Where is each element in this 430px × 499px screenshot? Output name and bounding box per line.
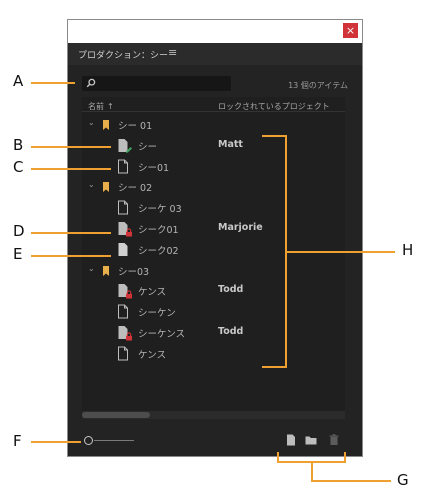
project-list[interactable]: 名前↑ ロックされているプロジェクト ⌄ シー 01 シー Matt シー01 ⌄ シー 0… bbox=[82, 97, 345, 419]
tree-item-label: ケンス bbox=[138, 349, 167, 361]
tree-item-row[interactable]: シーク02 bbox=[82, 240, 345, 261]
callout-h-bracket-spine bbox=[285, 135, 287, 368]
callout-g-line bbox=[311, 480, 391, 482]
tree-folder-row[interactable]: ⌄ シー 01 bbox=[82, 115, 345, 136]
scrollbar-thumb[interactable] bbox=[82, 412, 150, 418]
callout-h-label: H bbox=[402, 241, 414, 259]
callout-h-bracket-top bbox=[262, 135, 286, 137]
tree-item-label: シー03 bbox=[118, 266, 150, 278]
new-item-icon[interactable] bbox=[284, 433, 298, 447]
document-icon bbox=[118, 304, 128, 319]
document-icon bbox=[118, 326, 128, 339]
callout-g-bracket-left bbox=[277, 452, 279, 462]
tree-folder-row[interactable]: ⌄ シー 02 bbox=[82, 177, 345, 198]
document-icon bbox=[118, 242, 128, 256]
close-icon: × bbox=[345, 24, 356, 37]
tree-item-label: シーケ 03 bbox=[138, 204, 182, 216]
lock-icon bbox=[126, 290, 132, 299]
tree-item-label: シーケン bbox=[138, 308, 176, 320]
locked-by-user: Todd bbox=[218, 284, 244, 296]
tree-item-label: シーク02 bbox=[138, 245, 179, 257]
tree-item-row[interactable]: シー Matt bbox=[82, 136, 345, 157]
chevron-down-icon[interactable]: ⌄ bbox=[88, 180, 95, 190]
callout-b-label: B bbox=[13, 136, 24, 154]
tree-folder-row[interactable]: ⌄ シー03 bbox=[82, 261, 345, 282]
tree-item-row[interactable]: ケンス bbox=[82, 344, 345, 365]
callout-g-bracket-right bbox=[344, 452, 346, 462]
horizontal-scrollbar[interactable] bbox=[82, 411, 345, 419]
tree-item-row[interactable]: ケンス Todd bbox=[82, 281, 345, 302]
callout-g-label: G bbox=[397, 471, 409, 489]
zoom-slider-handle[interactable] bbox=[84, 436, 93, 445]
locked-by-user: Todd bbox=[218, 326, 244, 337]
callout-h-line bbox=[287, 251, 395, 253]
panel-title: プロダクション：シー bbox=[78, 51, 169, 61]
tree-item-label: シー 01 bbox=[118, 121, 153, 132]
tree-item-label: シー 02 bbox=[118, 183, 153, 195]
document-icon bbox=[118, 284, 128, 298]
tree-item-label: シー bbox=[138, 141, 158, 153]
locked-by-user: Matt bbox=[218, 138, 243, 150]
tree-item-label: ケンス bbox=[138, 287, 167, 299]
tree-item-row[interactable]: シーク01 Marjorie bbox=[82, 219, 345, 240]
callout-f-label: F bbox=[13, 432, 22, 450]
callout-a-label: A bbox=[13, 72, 24, 90]
header-divider bbox=[82, 111, 345, 112]
callout-g-drop bbox=[311, 461, 313, 481]
trash-icon[interactable] bbox=[327, 433, 341, 447]
search-icon bbox=[86, 78, 96, 88]
document-icon bbox=[118, 138, 128, 152]
window-titlebar[interactable]: × bbox=[68, 20, 362, 43]
callout-a-line bbox=[31, 82, 75, 84]
tree-item-label: シー01 bbox=[138, 162, 170, 174]
zoom-slider[interactable] bbox=[84, 435, 134, 445]
pencil-icon bbox=[126, 146, 132, 153]
chevron-down-icon[interactable]: ⌄ bbox=[88, 263, 95, 273]
tree-item-row[interactable]: シー01 bbox=[82, 157, 345, 178]
callout-c-label: C bbox=[13, 158, 24, 176]
panel-header: プロダクション：シー ≡ bbox=[68, 43, 362, 65]
search-input[interactable] bbox=[82, 76, 231, 91]
document-icon bbox=[118, 222, 128, 235]
column-header-locked-by[interactable]: ロックされているプロジェクト bbox=[218, 102, 330, 111]
lock-icon bbox=[126, 332, 132, 341]
chevron-down-icon[interactable]: ⌄ bbox=[88, 118, 95, 127]
close-button[interactable]: × bbox=[343, 23, 358, 38]
tree-item-row[interactable]: シーケンス Todd bbox=[82, 323, 345, 344]
document-icon bbox=[118, 346, 128, 361]
sort-arrow-icon: ↑ bbox=[107, 102, 114, 111]
callout-h-bracket-bottom bbox=[262, 366, 286, 368]
callout-c-line bbox=[31, 168, 111, 170]
folder-icon bbox=[103, 182, 109, 193]
tree-item-label: シーク01 bbox=[138, 225, 179, 236]
locked-by-user: Marjorie bbox=[218, 222, 263, 233]
tree-item-label: シーケンス bbox=[138, 329, 186, 340]
callout-d-label: D bbox=[13, 222, 25, 240]
callout-f-line bbox=[31, 441, 81, 443]
callout-e-line bbox=[31, 255, 111, 257]
callout-d-line bbox=[31, 232, 111, 234]
callout-e-label: E bbox=[13, 245, 23, 263]
tree-item-row[interactable]: シーケン bbox=[82, 302, 345, 323]
column-header-name[interactable]: 名前↑ bbox=[88, 102, 114, 111]
zoom-slider-track bbox=[94, 440, 134, 441]
new-folder-icon[interactable] bbox=[304, 433, 318, 447]
folder-icon bbox=[103, 120, 109, 130]
tree-rows: ⌄ シー 01 シー Matt シー01 ⌄ シー 02 シーケ 03 シーク01 Marjori… bbox=[82, 97, 345, 419]
panel-menu-icon[interactable]: ≡ bbox=[168, 46, 178, 59]
callout-b-line bbox=[31, 146, 111, 148]
document-icon bbox=[118, 200, 128, 215]
document-icon bbox=[118, 159, 128, 174]
folder-icon bbox=[103, 265, 109, 276]
tree-item-row[interactable]: シーケ 03 bbox=[82, 198, 345, 219]
item-count: 13 個のアイテム bbox=[288, 81, 348, 90]
lock-icon bbox=[126, 228, 132, 237]
